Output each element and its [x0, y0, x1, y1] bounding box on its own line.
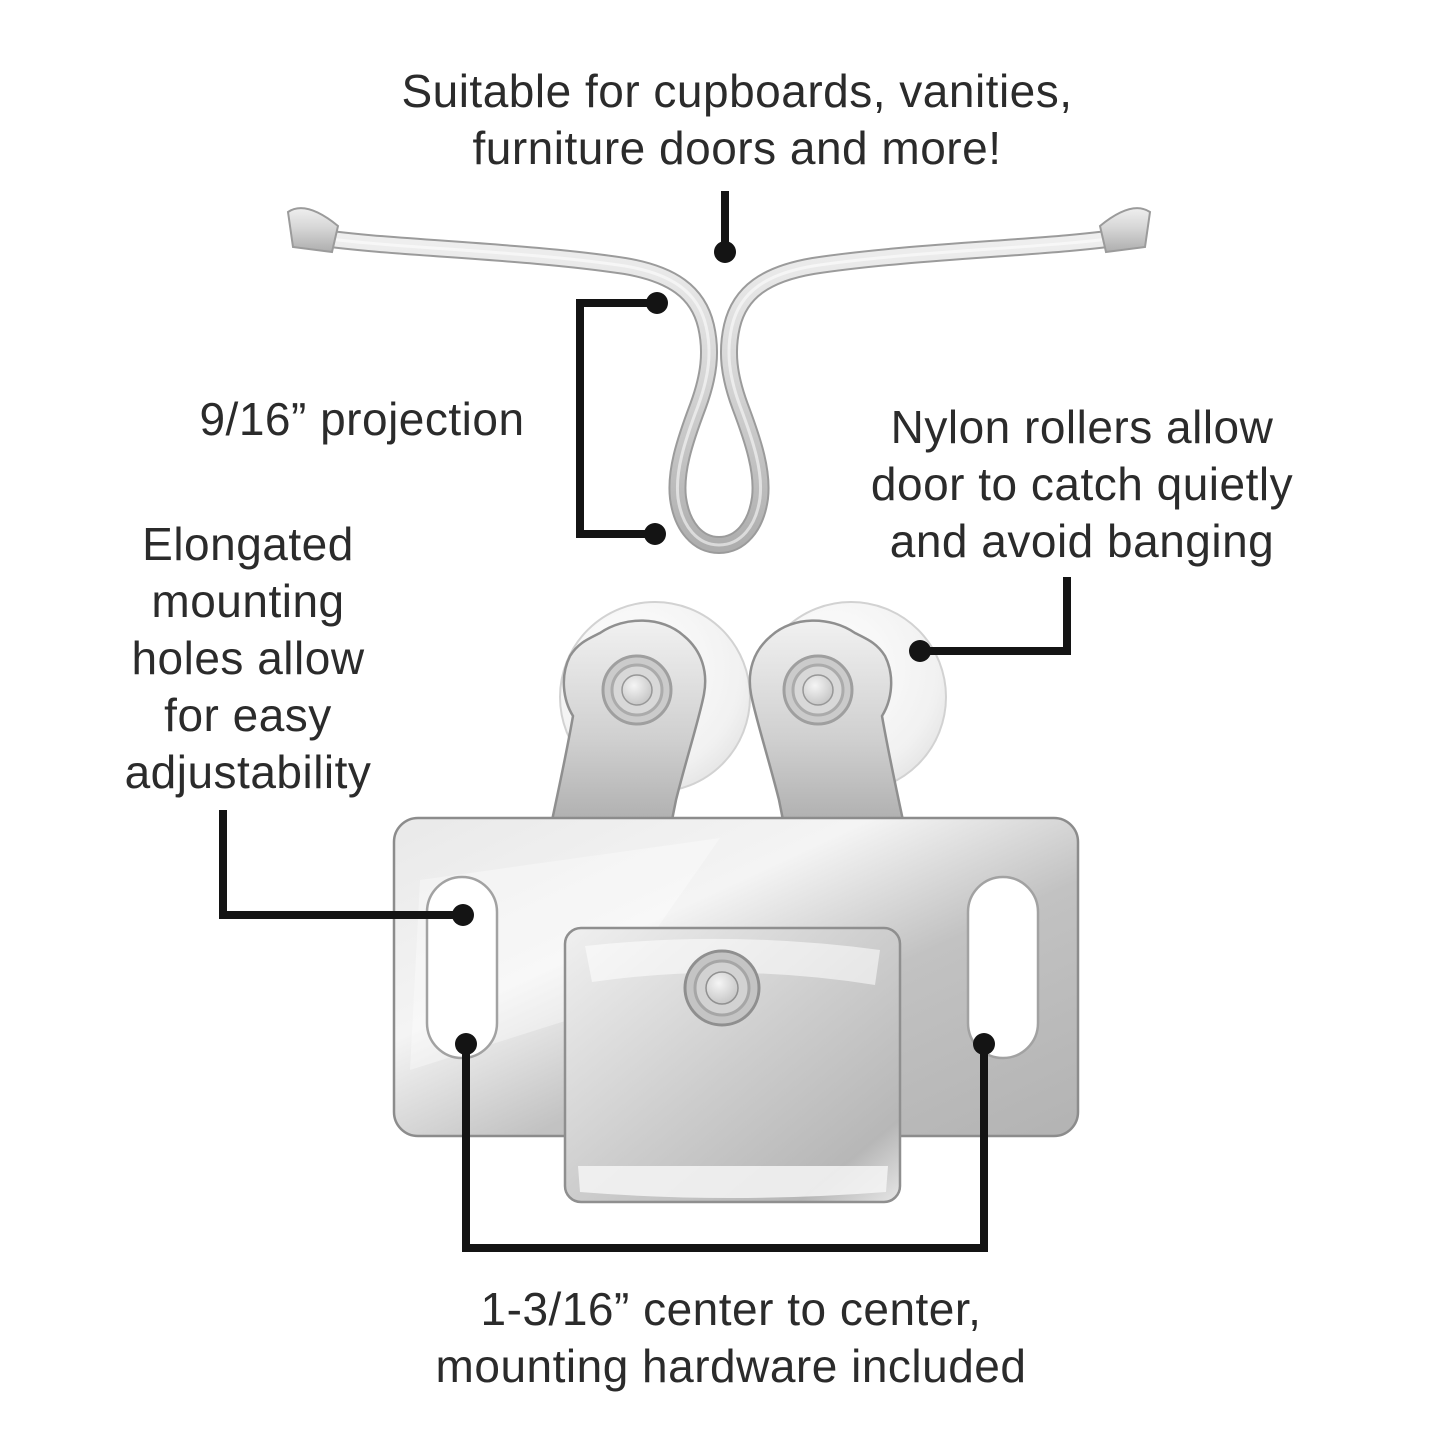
- top-caption-line1: Suitable for cupboards, vanities,: [401, 65, 1073, 117]
- bottom-caption-line1: 1-3/16” center to center,: [480, 1283, 982, 1335]
- mounting-slot-right: [966, 875, 1040, 1060]
- dot-rollers: [909, 640, 931, 662]
- roller-rivet-right: [782, 654, 854, 726]
- leader-projection-bracket: [576, 299, 655, 538]
- bottom-caption-line2: mounting hardware included: [435, 1340, 1027, 1392]
- roller-catch-body: [392, 601, 1080, 1204]
- leader-rollers: [922, 577, 1071, 655]
- spear-catch-prong: [286, 207, 1152, 555]
- tab-bottom-bevel: [578, 1166, 888, 1198]
- leader-mounting-holes: [219, 810, 461, 919]
- dot-center-left: [455, 1033, 477, 1055]
- roller-yoke-left: [548, 619, 707, 842]
- projection-label: 9/16” projection: [199, 393, 525, 445]
- spear-left-tip: [286, 207, 340, 254]
- roller-rivet-left: [601, 654, 673, 726]
- center-rivet: [683, 949, 761, 1027]
- mounting-holes-label: Elongated mounting holes allow for easy …: [124, 518, 372, 798]
- leader-lines: [219, 191, 1071, 1252]
- nylon-rollers-label: Nylon rollers allow door to catch quietl…: [870, 401, 1294, 567]
- dot-projection-bottom: [644, 523, 666, 545]
- spear-right-tip: [1098, 207, 1152, 254]
- leader-center-to-center: [462, 1048, 988, 1252]
- dot-center-right: [973, 1033, 995, 1055]
- roller-yoke-right: [748, 619, 907, 842]
- dot-projection-top: [646, 292, 668, 314]
- dot-mounting-hole: [452, 904, 474, 926]
- top-caption: Suitable for cupboards, vanities, furnit…: [401, 63, 1072, 177]
- dot-top-caption: [714, 241, 736, 263]
- leader-dots: [452, 241, 995, 1055]
- bottom-caption: 1-3/16” center to center, mounting hardw…: [436, 1281, 1027, 1395]
- top-caption-line2: furniture doors and more!: [472, 122, 1002, 174]
- center-raised-square: [563, 926, 902, 1204]
